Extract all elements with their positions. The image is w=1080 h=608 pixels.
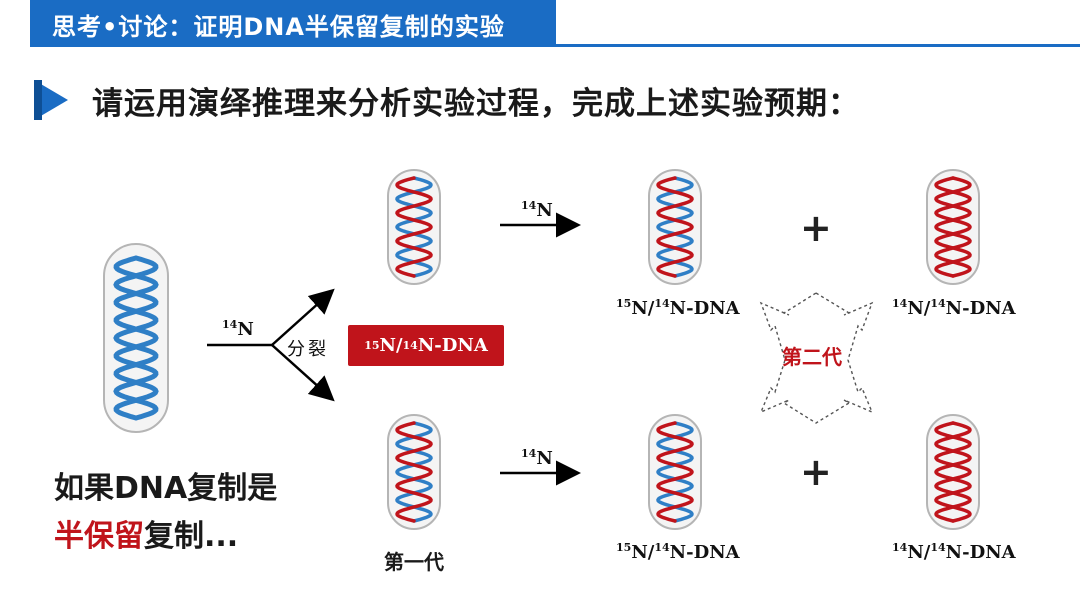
dna-strand: [395, 176, 433, 278]
dna-strand: [395, 421, 433, 523]
plus-sign-top: +: [800, 206, 832, 250]
dna-strand: [934, 421, 972, 523]
four-way-arrow-icon: [759, 292, 874, 424]
semi-conservative-highlight: 半保留: [54, 519, 144, 554]
plus-sign-bottom: +: [800, 450, 832, 494]
gen1-cell-top: [387, 169, 441, 285]
dna-strand: [656, 421, 694, 523]
gen1-label: 第一代: [384, 550, 444, 574]
medium-label-top: 14N: [521, 199, 553, 221]
dna-strand: [395, 176, 433, 278]
split-arrow-down: [271, 344, 335, 402]
gen2-label: 第二代: [782, 345, 842, 369]
title-bar: 思考•讨论：证明DNA半保留复制的实验: [30, 0, 556, 44]
light-label-top: 14N/14N-DNA: [892, 297, 1016, 319]
dna-strand: [934, 176, 972, 278]
slide-title: 思考•讨论：证明DNA半保留复制的实验: [52, 13, 505, 41]
page-heading: 请运用演绎推理来分析实验过程，完成上述实验预期：: [92, 86, 860, 122]
dna-strand: [656, 421, 694, 523]
dna-strand: [934, 176, 972, 278]
gen2-hybrid-cell-top: [648, 169, 702, 285]
medium-label-bottom: 14N: [521, 447, 553, 469]
dna-strand: [395, 421, 433, 523]
hybrid-label-top: 15N/14N-DNA: [616, 297, 740, 319]
split-arrow-up: [271, 288, 335, 346]
split-label: 分裂: [287, 339, 329, 360]
parent-cell: [103, 243, 169, 433]
gen1-cell-bottom: [387, 414, 441, 530]
hybrid-label-bottom: 15N/14N-DNA: [616, 541, 740, 563]
triangle-bullet-icon: [34, 80, 68, 120]
dna-strand: [656, 176, 694, 278]
gen2-hybrid-cell-bottom: [648, 414, 702, 530]
dna-strand: [656, 176, 694, 278]
dna-strand: [113, 255, 159, 421]
light-label-bottom: 14N/14N-DNA: [892, 541, 1016, 563]
title-underline: [30, 44, 1080, 47]
dna-strand: [934, 421, 972, 523]
gen2-light-cell-bottom: [926, 414, 980, 530]
condition-line-1: 如果DNA复制是: [54, 471, 278, 506]
dna-strand: [113, 255, 159, 421]
medium-label-split: 14N: [222, 318, 254, 340]
gen2-light-cell-top: [926, 169, 980, 285]
condition-line-2: 半保留复制...: [54, 519, 239, 554]
